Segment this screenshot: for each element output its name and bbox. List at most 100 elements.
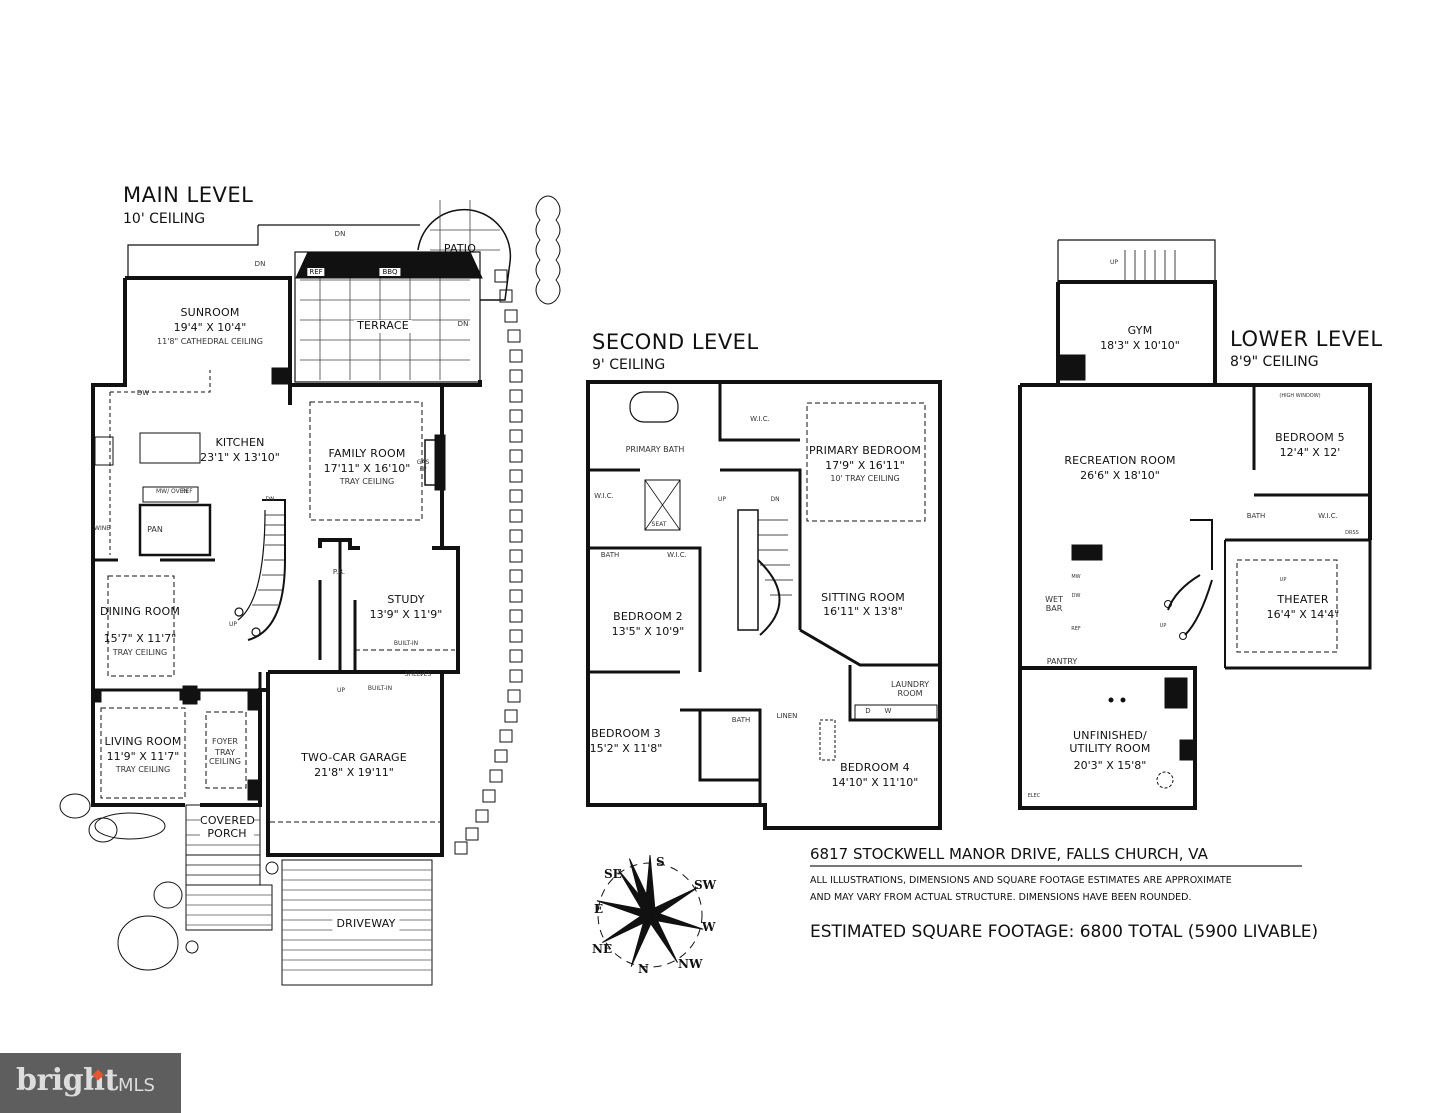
fixture-mw-oven: MW/ OVEN: [155, 488, 189, 495]
room-label-bedroom-5: BEDROOM 5: [1275, 431, 1345, 444]
compass-n: N: [638, 962, 649, 976]
room-dims-gym: 18'3" X 10'10": [1100, 339, 1180, 352]
room-dims-bedroom-2: 13'5" X 10'9": [611, 625, 685, 638]
room-dims-sitting-room: 16'11" X 13'8": [823, 605, 903, 618]
stair-up-label: UP: [1279, 577, 1287, 583]
stair-up-label: UP: [336, 687, 346, 694]
lower-level-ceiling: 8'9" CEILING: [1230, 354, 1319, 370]
fixture-shelves: SHELVES: [404, 671, 432, 678]
stair-dn-label: DN: [770, 496, 780, 503]
room-dims-kitchen: 23'1" X 13'10": [200, 451, 280, 464]
room-label-kitchen: KITCHEN: [215, 436, 265, 449]
room-dims-bedroom-3: 15'2" X 11'8": [589, 742, 663, 755]
room-dims-primary-bedroom: 17'9" X 16'11": [825, 459, 905, 472]
room-label-primary-bedroom: PRIMARY BEDROOM: [808, 444, 922, 457]
room-note-sunroom: 11'8" CATHEDRAL CEILING: [157, 337, 263, 346]
fixture-dryer: D: [865, 707, 871, 715]
fixture-ref: REF: [307, 268, 325, 277]
disclaimer: ALL ILLUSTRATIONS, DIMENSIONS AND SQUARE…: [810, 872, 1310, 906]
stair-dn-label: DN: [265, 496, 275, 503]
room-dims-living-room: 11'9" X 11'7": [106, 750, 180, 763]
room-dims-theater: 16'4" X 14'4": [1266, 608, 1340, 621]
room-label-recreation-room: RECREATION ROOM: [1064, 454, 1176, 467]
property-address: 6817 STOCKWELL MANOR DRIVE, FALLS CHURCH…: [810, 845, 1302, 867]
second-level-ceiling: 9' CEILING: [592, 357, 666, 373]
room-dims-dining-room: 15'7" X 11'7": [103, 632, 177, 645]
compass-e: E: [594, 902, 604, 916]
bright-mls-logo: bright MLS: [0, 1053, 181, 1113]
room-label-wet-bar: WET BAR: [1045, 595, 1063, 614]
room-label-pantry: PAN: [147, 525, 163, 534]
room-label-primary-bath: PRIMARY BATH: [625, 445, 685, 454]
room-dims-bedroom-5: 12'4" X 12': [1279, 446, 1341, 459]
room-dims-garage: 21'8" X 19'11": [314, 766, 394, 779]
room-label-pantry: PANTRY: [1046, 657, 1078, 666]
second-level-title: SECOND LEVEL: [592, 330, 759, 354]
stair-dn-label: DN: [457, 320, 469, 328]
room-label-bath: BATH: [600, 551, 620, 559]
room-label-garage: TWO-CAR GARAGE: [301, 751, 407, 764]
room-label-covered-porch: COVERED PORCH: [200, 814, 256, 841]
fixture-dw: DW: [1071, 593, 1081, 599]
room-label-bedroom-4: BEDROOM 4: [840, 761, 910, 774]
fixture-washer: W: [884, 707, 892, 715]
compass-ne: NE: [592, 942, 613, 956]
room-label-sitting-room: SITTING ROOM: [821, 591, 905, 604]
fixture-seat: SEAT: [651, 521, 667, 528]
room-dims-utility-room: 20'3" X 15'8": [1073, 759, 1147, 772]
room-label-foyer: FOYER: [212, 737, 238, 746]
compass-w: W: [702, 920, 716, 934]
room-note-living-room: TRAY CEILING: [115, 765, 171, 774]
room-label-bedroom-3: BEDROOM 3: [591, 727, 661, 740]
room-label-utility-room: UNFINISHED/ UTILITY ROOM: [1069, 729, 1151, 755]
room-dims-recreation-room: 26'6" X 18'10": [1080, 469, 1160, 482]
room-label-powder-room: P.R.: [332, 568, 346, 576]
room-dims-study: 13'9" X 11'9": [369, 608, 443, 621]
room-note-primary-bedroom: 10' TRAY CEILING: [830, 474, 900, 483]
room-label-theater: THEATER: [1277, 593, 1329, 606]
disclaimer-line-2: AND MAY VARY FROM ACTUAL STRUCTURE. DIME…: [810, 892, 1192, 903]
main-level-ceiling: 10' CEILING: [123, 211, 206, 227]
room-label-dining-room: DINING ROOM: [99, 605, 181, 618]
fixture-mw: MW: [1071, 574, 1081, 580]
stair-up-label: UP: [717, 496, 727, 503]
fixture-dress: DRSS: [1345, 530, 1359, 536]
room-label-bath: BATH: [1246, 512, 1266, 520]
room-note-foyer: TRAY CEILING: [209, 748, 241, 767]
fixture-kitchen-ref: REF: [181, 488, 193, 495]
logo-brand: bright: [16, 1063, 118, 1098]
room-label-sunroom: SUNROOM: [180, 306, 240, 319]
compass-se: SE: [604, 867, 622, 881]
room-label-bath: BATH: [731, 716, 751, 724]
room-label-gym: GYM: [1127, 324, 1153, 337]
disclaimer-line-1: ALL ILLUSTRATIONS, DIMENSIONS AND SQUARE…: [810, 875, 1232, 886]
fixture-gas-fp: GAS FP: [416, 459, 430, 473]
main-level-title: MAIN LEVEL: [123, 183, 254, 207]
lower-level-title: LOWER LEVEL: [1230, 327, 1383, 351]
fixture-wic: W.I.C.: [594, 492, 614, 500]
fixture-elec: ELEC: [1027, 793, 1041, 799]
fixture-wic: W.I.C.: [667, 551, 687, 559]
room-label-study: STUDY: [387, 593, 425, 606]
stair-dn-label: DN: [254, 260, 266, 268]
stair-up-label: UP: [1109, 259, 1119, 266]
stair-dn-label: DN: [334, 230, 346, 238]
compass-sw: SW: [694, 878, 717, 892]
compass-nw: NW: [678, 957, 703, 971]
room-label-terrace: TERRACE: [354, 319, 412, 333]
room-label-patio: PATIO: [443, 242, 477, 255]
room-note-dining-room: TRAY CEILING: [112, 648, 168, 657]
logo-suffix: MLS: [118, 1075, 155, 1096]
fixture-wic: W.I.C.: [1318, 512, 1338, 520]
room-dims-sunroom: 19'4" X 10'4": [173, 321, 247, 334]
room-label-family-room: FAMILY ROOM: [328, 447, 406, 460]
stair-up-label: UP: [1159, 623, 1167, 629]
room-label-living-room: LIVING ROOM: [104, 735, 182, 748]
room-dims-bedroom-4: 14'10" X 11'10": [831, 776, 919, 789]
fixture-bbq: BBQ: [379, 268, 401, 277]
fixture-built-in: BUILT-IN: [367, 685, 393, 692]
fixture-wine: WINE: [94, 525, 110, 532]
room-label-driveway: DRIVEWAY: [332, 917, 400, 931]
fixture-ref: REF: [1071, 626, 1081, 632]
